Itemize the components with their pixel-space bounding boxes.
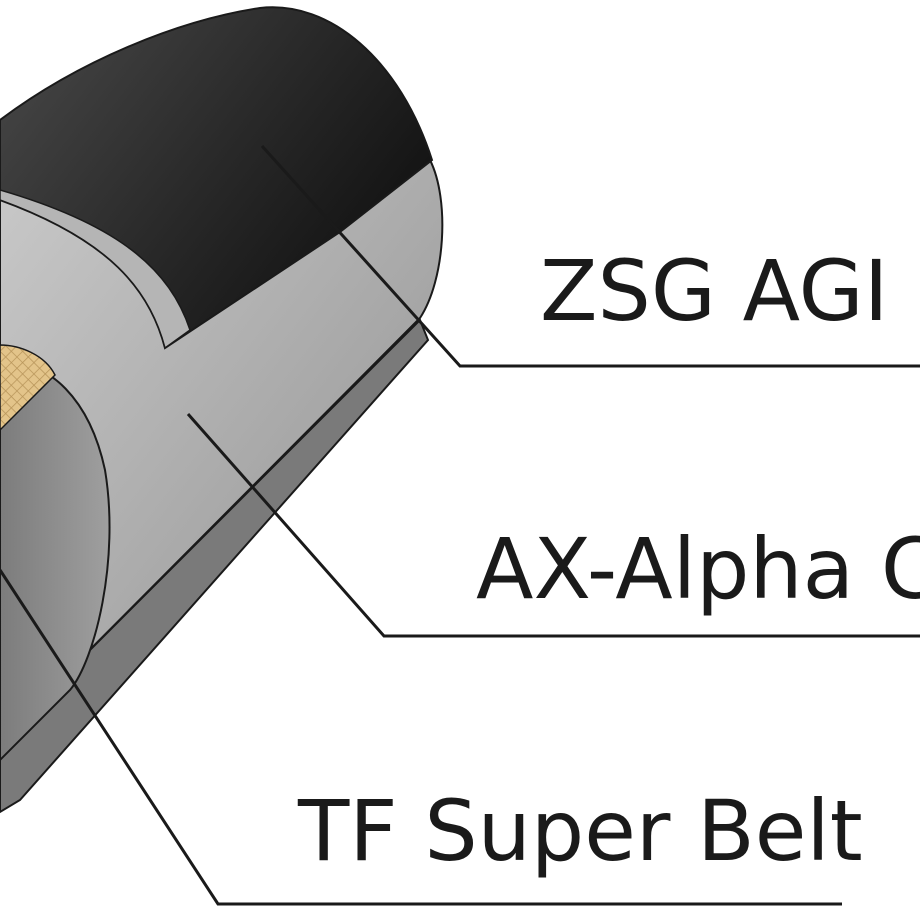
belt-layer (0, 189, 191, 350)
label-tf-super-belt: TF Super Belt (297, 782, 863, 880)
protection-mesh (0, 344, 56, 432)
label-zsg-agi: ZSG AGI (540, 242, 889, 340)
leader-line-bottom (0, 569, 842, 906)
leader-line-top (260, 144, 920, 368)
leader-line-middle (186, 413, 920, 638)
label-ax-alpha: AX-Alpha C (476, 520, 920, 618)
base-layer-strip (0, 318, 430, 814)
